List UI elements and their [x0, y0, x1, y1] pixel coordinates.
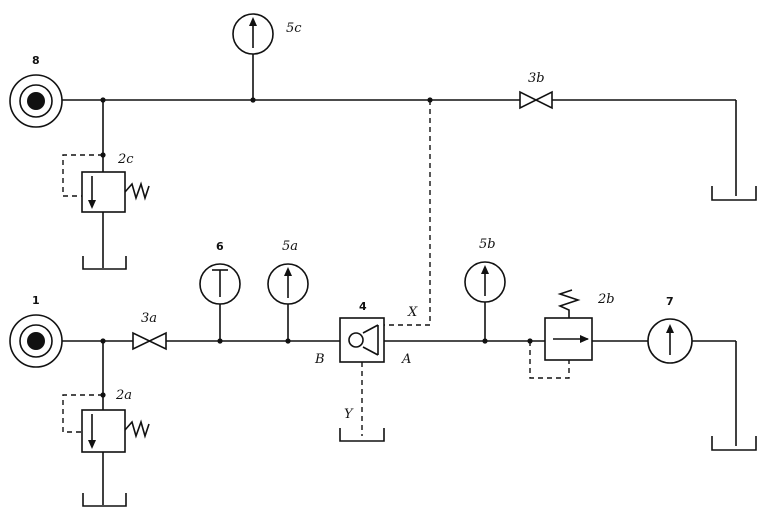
- gauge-5b-label: 5b: [479, 237, 496, 252]
- pressure-gauge-5c: [232, 13, 274, 55]
- reducing-valve-2b: [544, 289, 593, 361]
- check-valve-4: [339, 317, 385, 363]
- valve-3a-label: 3a: [141, 311, 157, 326]
- thermometer-6: [199, 263, 241, 305]
- relief-2c-label: 2c: [117, 152, 134, 167]
- valve-3b-label: 3b: [528, 71, 545, 86]
- pressure-gauge-5a: [267, 263, 309, 305]
- tank-2c: [82, 256, 127, 270]
- relief-valve-2c: [81, 171, 150, 213]
- pressure-gauge-5b: [464, 261, 506, 303]
- pump-8: [9, 74, 63, 128]
- reducer-2b-label: 2b: [597, 292, 615, 307]
- pump-8-label: 8: [32, 54, 40, 67]
- relief-valve-2a: [81, 409, 150, 453]
- port-b-label: B: [314, 352, 325, 367]
- tank-bottom-right: [711, 436, 757, 451]
- valve-4-label: 4: [359, 300, 367, 313]
- thermometer-6-label: 6: [216, 240, 224, 253]
- tank-2a: [82, 493, 127, 507]
- shutoff-valve-3b: [519, 90, 553, 110]
- flowmeter-7-label: 7: [666, 295, 674, 308]
- bottom-circuit: 1 3a 6 5a: [9, 237, 757, 507]
- tank-top-right: [711, 186, 757, 201]
- flowmeter-7: [647, 318, 693, 364]
- shutoff-valve-3a: [132, 331, 167, 351]
- reducer-pilot-line: [529, 341, 570, 379]
- port-a-label: A: [401, 352, 411, 367]
- top-circuit: 8 5c 3b 2c: [9, 13, 757, 326]
- relief-2a-label: 2a: [115, 388, 132, 403]
- gauge-5c-label: 5c: [286, 21, 302, 36]
- pump-1-label: 1: [32, 294, 40, 307]
- pump-1: [9, 314, 63, 368]
- tank-y: [339, 428, 385, 442]
- pilot-line-x: [384, 100, 431, 326]
- port-y-label: Y: [344, 407, 354, 422]
- port-x-label: X: [407, 305, 418, 320]
- gauge-5a-label: 5a: [282, 239, 298, 254]
